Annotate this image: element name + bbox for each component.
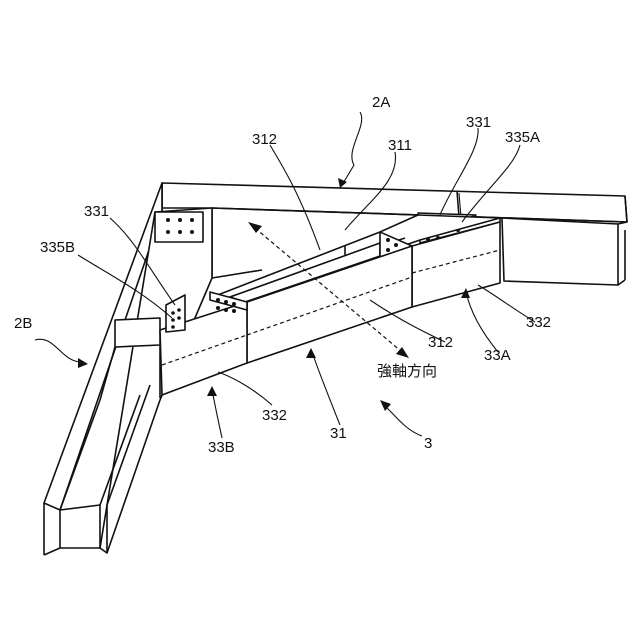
label-33b: 33B	[208, 439, 235, 456]
label-311: 311	[388, 137, 412, 154]
label-332-left: 332	[262, 407, 287, 424]
label-33a: 33A	[484, 347, 511, 364]
label-strong-axis: 強軸方向	[377, 363, 437, 380]
label-312-top: 312	[252, 131, 277, 148]
label-335b: 335B	[40, 239, 75, 256]
corner-gusset	[155, 212, 203, 242]
label-2b: 2B	[14, 315, 32, 332]
label-332-right: 332	[526, 314, 551, 331]
label-3: 3	[424, 435, 432, 452]
label-331-right: 331	[466, 114, 491, 131]
label-31: 31	[330, 425, 347, 442]
label-312-bottom: 312	[428, 334, 453, 351]
label-2a: 2A	[372, 94, 390, 111]
label-331-left: 331	[84, 203, 109, 220]
label-335a: 335A	[505, 129, 540, 146]
